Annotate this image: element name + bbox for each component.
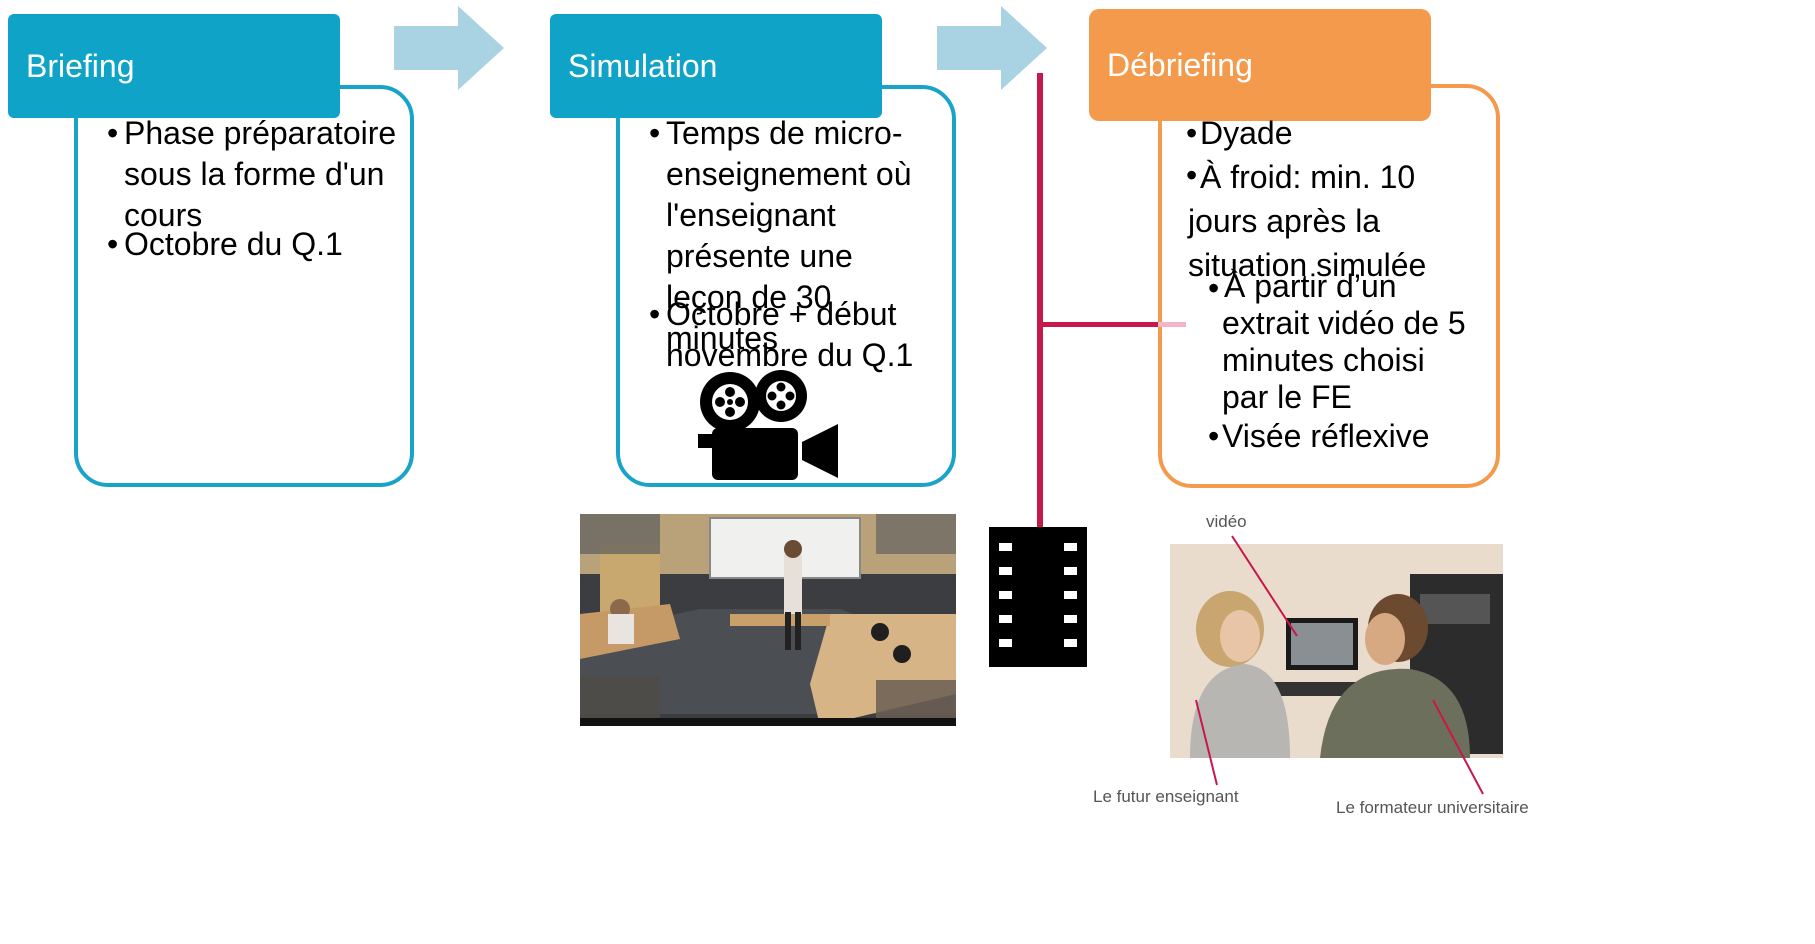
bullet-icon: • [1186, 115, 1198, 151]
film-strip-icon [989, 527, 1087, 667]
briefing-header: Briefing [8, 14, 340, 118]
arrow-right-icon [937, 6, 1047, 90]
classroom-recording-image [580, 514, 956, 726]
trainee-caption: Le futur enseignant [1093, 787, 1239, 806]
bullet-icon: • [107, 226, 119, 262]
bullet-icon: • [649, 296, 661, 332]
debriefing-title: Débriefing [1107, 46, 1253, 83]
debriefing-session-image [1170, 544, 1503, 758]
camera-icon [698, 370, 838, 480]
connector-faded-line [1158, 322, 1186, 327]
briefing-item-2: Octobre du Q.1 [124, 226, 343, 262]
debriefing-item-3: À partir d’un extrait vidéo de 5 minutes… [1222, 268, 1466, 415]
briefing-title: Briefing [26, 47, 135, 84]
arrow-right-icon [394, 6, 504, 90]
debriefing-item-4: Visée réflexive [1222, 418, 1430, 454]
bullet-icon: • [107, 115, 119, 151]
bullet-icon: • [1208, 418, 1220, 454]
connector-vertical-line [1037, 73, 1043, 533]
simulation-item-1: Temps de micro-enseignement où l'enseign… [666, 115, 912, 356]
briefing-content-box [74, 85, 414, 487]
debriefing-item-1: Dyade [1200, 115, 1293, 151]
simulation-header: Simulation [550, 14, 882, 118]
simulation-title: Simulation [568, 47, 718, 84]
trainer-caption: Le formateur universitaire [1336, 798, 1529, 817]
debriefing-header: Débriefing [1089, 9, 1431, 121]
bullet-icon: • [649, 115, 661, 151]
bullet-icon: • [1208, 270, 1220, 306]
briefing-item-1: Phase préparatoire sous la forme d'un co… [124, 115, 397, 233]
simulation-item-2: Octobre + début novembre du Q.1 [666, 296, 914, 373]
bullet-icon: • [1186, 157, 1198, 193]
video-caption: vidéo [1206, 512, 1247, 531]
connector-horizontal-line [1043, 322, 1158, 327]
debriefing-content-box [1158, 84, 1500, 488]
debriefing-item-2: À froid: min. 10 jours après la situatio… [1188, 159, 1427, 283]
